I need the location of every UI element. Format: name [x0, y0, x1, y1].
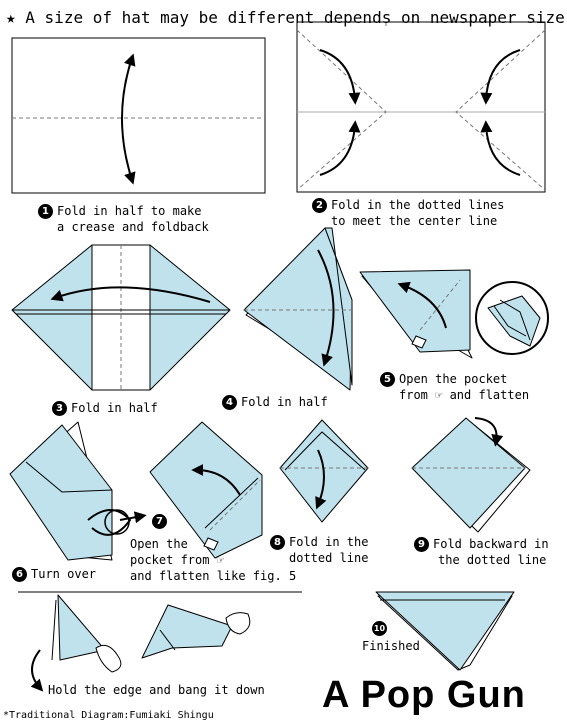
- step-10-caption: Finished: [362, 638, 420, 654]
- step-10-number-wrap: 10: [372, 618, 391, 637]
- step-8-number: 8: [270, 535, 285, 550]
- step-5-number: 5: [380, 372, 395, 387]
- step-6-figure: [9, 421, 147, 561]
- step-7-line-3: and flatten like fig. 5: [130, 569, 297, 583]
- step-5-line-2: from ☞ and flatten: [399, 388, 530, 402]
- step-3-figure: [11, 244, 231, 391]
- header-note-text: A size of hat may be different depends o…: [25, 8, 565, 27]
- step-1-figure: [11, 37, 266, 194]
- step-3-caption: 3 Fold in half: [52, 400, 158, 416]
- step-3-number: 3: [52, 401, 67, 416]
- step-6-line-1: Turn over: [31, 567, 97, 581]
- step-2-number: 2: [312, 198, 327, 213]
- step-8-figure: [279, 419, 369, 523]
- step-9-caption: 9 Fold backward in the dotted line: [414, 536, 549, 568]
- step-2-line-1: Fold in the dotted lines: [331, 198, 505, 212]
- step-7-line-2: pocket from ☞: [130, 553, 224, 567]
- usage-caption: Hold the edge and bang it down: [48, 683, 265, 697]
- step-4-caption: 4 Fold in half: [222, 394, 328, 410]
- star-icon: ★: [6, 8, 16, 27]
- step-7-figure: [149, 421, 263, 559]
- step-3-line-1: Fold in half: [71, 401, 158, 415]
- step-1-line-1: Fold in half to make: [57, 204, 202, 218]
- step-5-line-1: Open the pocket: [399, 372, 508, 386]
- step-1-line-2: a crease and foldback: [57, 220, 209, 234]
- step-2-caption: 2 Fold in the dotted lines to meet the ce…: [312, 197, 504, 229]
- usage-figure-bang: [141, 604, 251, 659]
- step-8-line-1: Fold in the: [289, 535, 369, 549]
- step-2-line-2: to meet the center line: [331, 214, 498, 228]
- credit: *Traditional Diagram:Fumiaki Shingu: [3, 710, 214, 721]
- step-7-line-1: Open the: [130, 537, 188, 551]
- step-8-line-2: dotted line: [289, 551, 369, 565]
- step-10-line-1: Finished: [362, 639, 420, 653]
- step-9-line-2: the dotted line: [438, 553, 547, 567]
- step-10-figure: [375, 591, 515, 671]
- step-7-caption: Open the pocket from ☞ and flatten like …: [130, 536, 296, 584]
- step-5-caption: 5 Open the pocket from ☞ and flatten: [380, 371, 529, 403]
- step-4-number: 4: [222, 395, 237, 410]
- header-note: ★ A size of hat may be different depends…: [6, 8, 565, 28]
- step-9-line-1: Fold backward in: [433, 537, 549, 551]
- step-4-figure: [243, 227, 353, 391]
- step-10-number: 10: [372, 621, 387, 636]
- step-6-caption: 6 Turn over: [12, 566, 96, 582]
- step-5-figure: [359, 269, 549, 359]
- step-4-line-1: Fold in half: [241, 395, 328, 409]
- step-9-number: 9: [414, 537, 429, 552]
- page-title: A Pop Gun: [322, 674, 526, 716]
- step-7-number-wrap: 7: [152, 511, 171, 530]
- step-8-caption: 8 Fold in the dotted line: [270, 534, 368, 566]
- step-9-figure: [411, 417, 531, 533]
- step-7-number: 7: [152, 514, 167, 529]
- step-1-number: 1: [38, 204, 53, 219]
- step-2-figure: [296, 21, 546, 193]
- usage-figure-hold: [30, 594, 122, 692]
- step-6-number: 6: [12, 567, 27, 582]
- step-1-caption: 1 Fold in half to make a crease and foldb…: [38, 203, 209, 235]
